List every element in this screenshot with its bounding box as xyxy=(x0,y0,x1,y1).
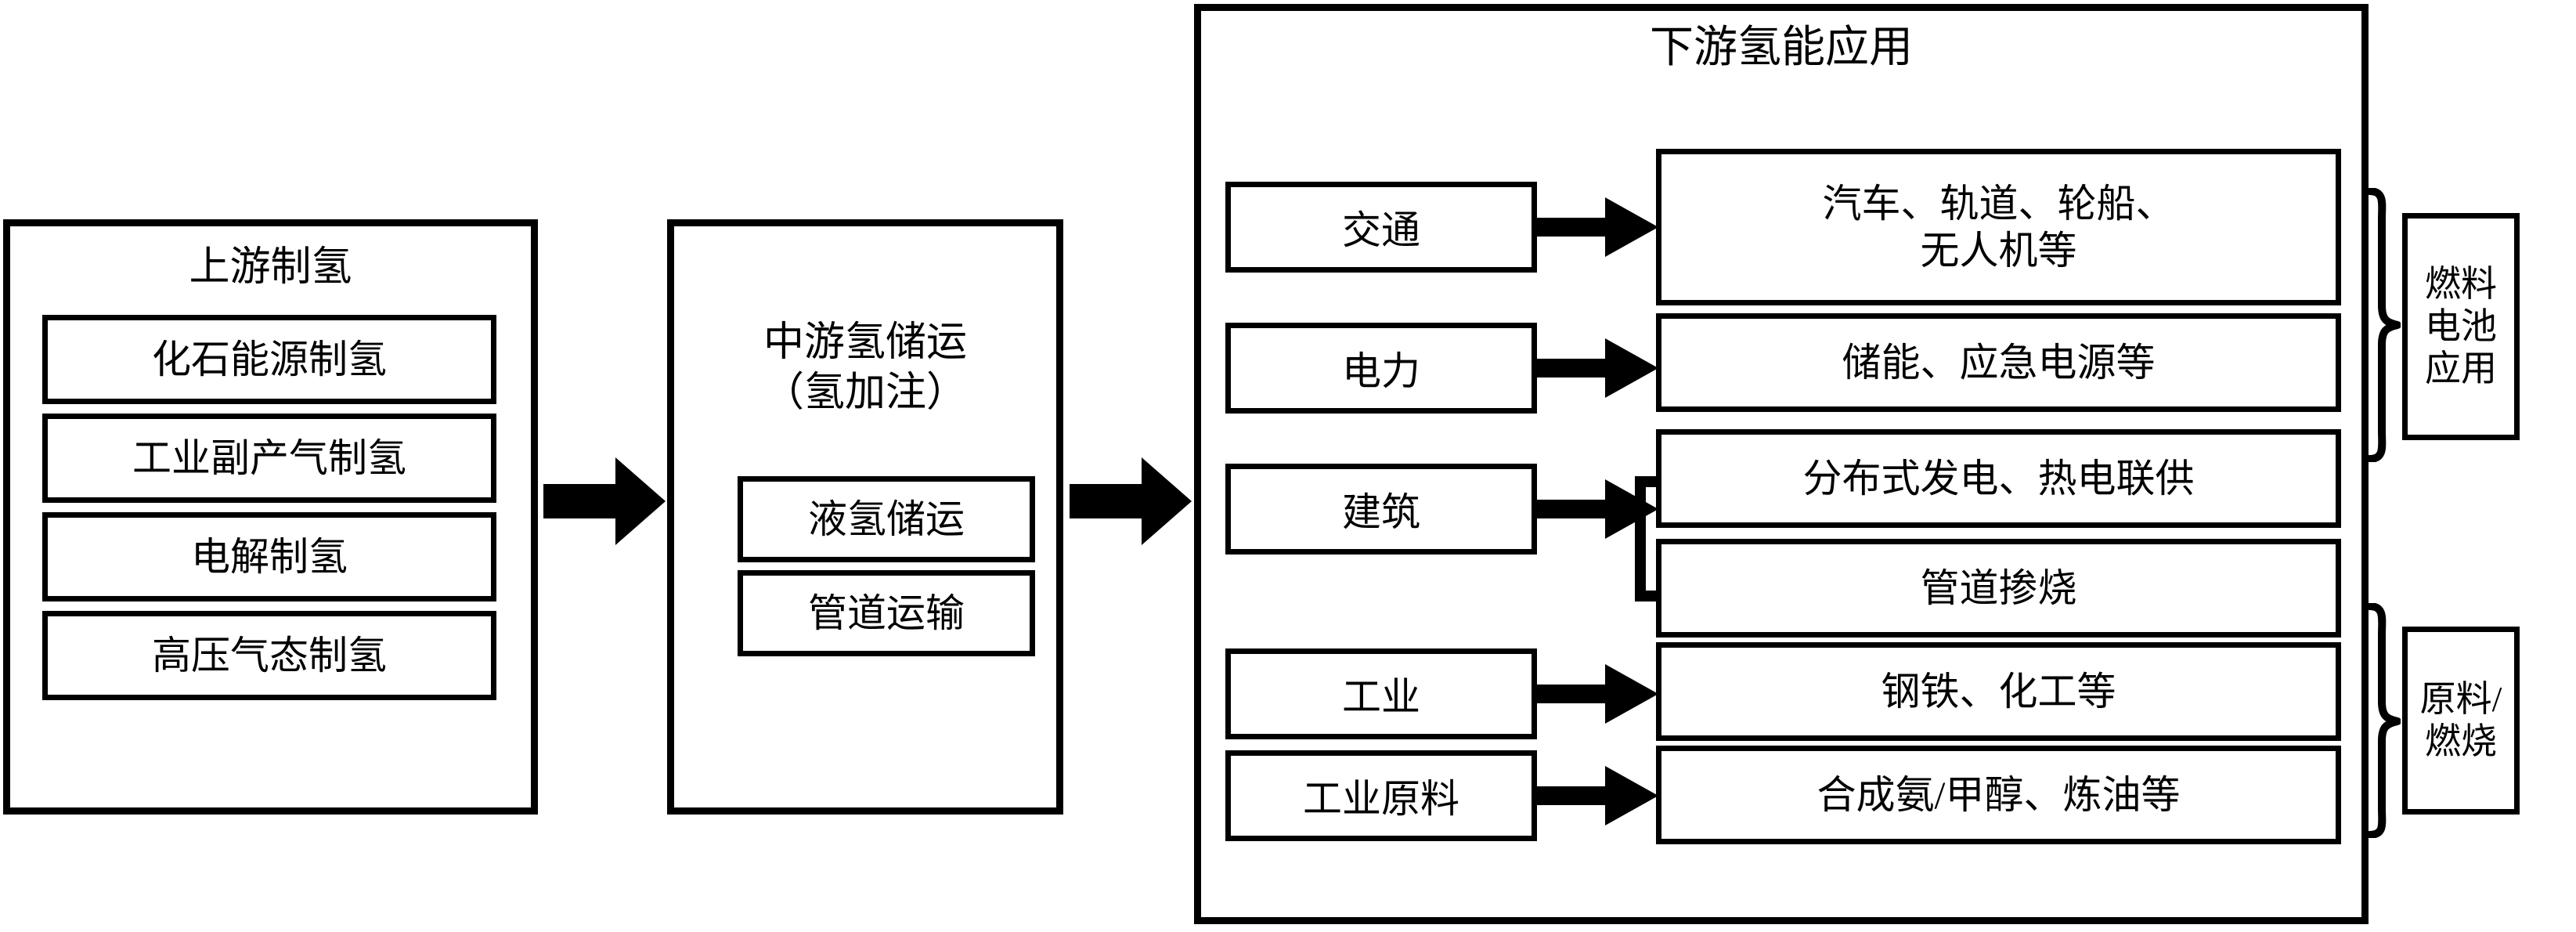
midstream-title-line2: （氢加注） xyxy=(763,370,967,415)
downstream-target-1[interactable]: 储能、应急电源等 xyxy=(1656,313,2341,412)
upstream-item-3[interactable]: 高压气态制氢 xyxy=(42,611,496,700)
row-2-branch-vertical xyxy=(1635,476,1646,601)
group-label-1[interactable]: 原料/ 燃烧 xyxy=(2402,627,2520,815)
upstream-item-1[interactable]: 工业副产气制氢 xyxy=(42,414,496,503)
downstream-category-3[interactable]: 工业 xyxy=(1225,648,1537,739)
downstream-target-2a[interactable]: 分布式发电、热电联供 xyxy=(1656,429,2341,528)
group-brace-1-icon xyxy=(2365,602,2401,839)
downstream-category-4[interactable]: 工业原料 xyxy=(1225,750,1537,841)
downstream-category-2[interactable]: 建筑 xyxy=(1225,464,1537,555)
row-3-arrow-icon xyxy=(1605,664,1658,724)
downstream-target-2a-line1: 分布式发电、热电联供 xyxy=(1802,457,2195,500)
downstream-target-2b[interactable]: 管道掺烧 xyxy=(1656,539,2341,638)
downstream-target-3[interactable]: 钢铁、化工等 xyxy=(1656,642,2341,741)
upstream-item-2[interactable]: 电解制氢 xyxy=(42,512,496,601)
row-2-arrow-icon xyxy=(1605,479,1658,539)
downstream-target-1-line1: 储能、应急电源等 xyxy=(1842,341,2156,385)
row-4-arrow-icon xyxy=(1605,766,1658,825)
group-label-0-line3: 应用 xyxy=(2425,349,2497,388)
downstream-target-3-line1: 钢铁、化工等 xyxy=(1881,670,2116,713)
group-brace-0-icon xyxy=(2365,187,2401,463)
midstream-title-line1: 中游氢储运 xyxy=(763,320,967,365)
downstream-title: 下游氢能应用 xyxy=(1650,23,1913,72)
downstream-target-0[interactable]: 汽车、轨道、轮船、 无人机等 xyxy=(1656,149,2341,305)
group-label-1-line2: 燃烧 xyxy=(2425,721,2497,761)
downstream-category-1[interactable]: 电力 xyxy=(1225,323,1537,414)
downstream-target-0-line2: 无人机等 xyxy=(1920,229,2077,273)
downstream-target-4[interactable]: 合成氨/甲醇、炼油等 xyxy=(1656,746,2341,844)
group-label-0-line2: 电池 xyxy=(2425,306,2497,346)
stage-arrow-1-icon xyxy=(543,454,666,548)
row-0-arrow-icon xyxy=(1605,197,1658,257)
group-label-0[interactable]: 燃料 电池 应用 xyxy=(2402,213,2520,440)
upstream-title: 上游制氢 xyxy=(189,245,352,290)
midstream-item-1[interactable]: 管道运输 xyxy=(738,570,1035,656)
downstream-category-0[interactable]: 交通 xyxy=(1225,182,1537,273)
stage-arrow-2-icon xyxy=(1070,454,1192,548)
midstream-item-0[interactable]: 液氢储运 xyxy=(738,476,1035,562)
downstream-target-4-line1: 合成氨/甲醇、炼油等 xyxy=(1817,773,2181,817)
group-label-1-line1: 原料/ xyxy=(2419,679,2502,719)
group-label-0-line1: 燃料 xyxy=(2425,264,2497,304)
upstream-item-0[interactable]: 化石能源制氢 xyxy=(42,315,496,404)
downstream-target-0-line1: 汽车、轨道、轮船、 xyxy=(1822,182,2175,226)
row-1-arrow-icon xyxy=(1605,338,1658,398)
downstream-target-2b-line1: 管道掺烧 xyxy=(1920,566,2077,610)
